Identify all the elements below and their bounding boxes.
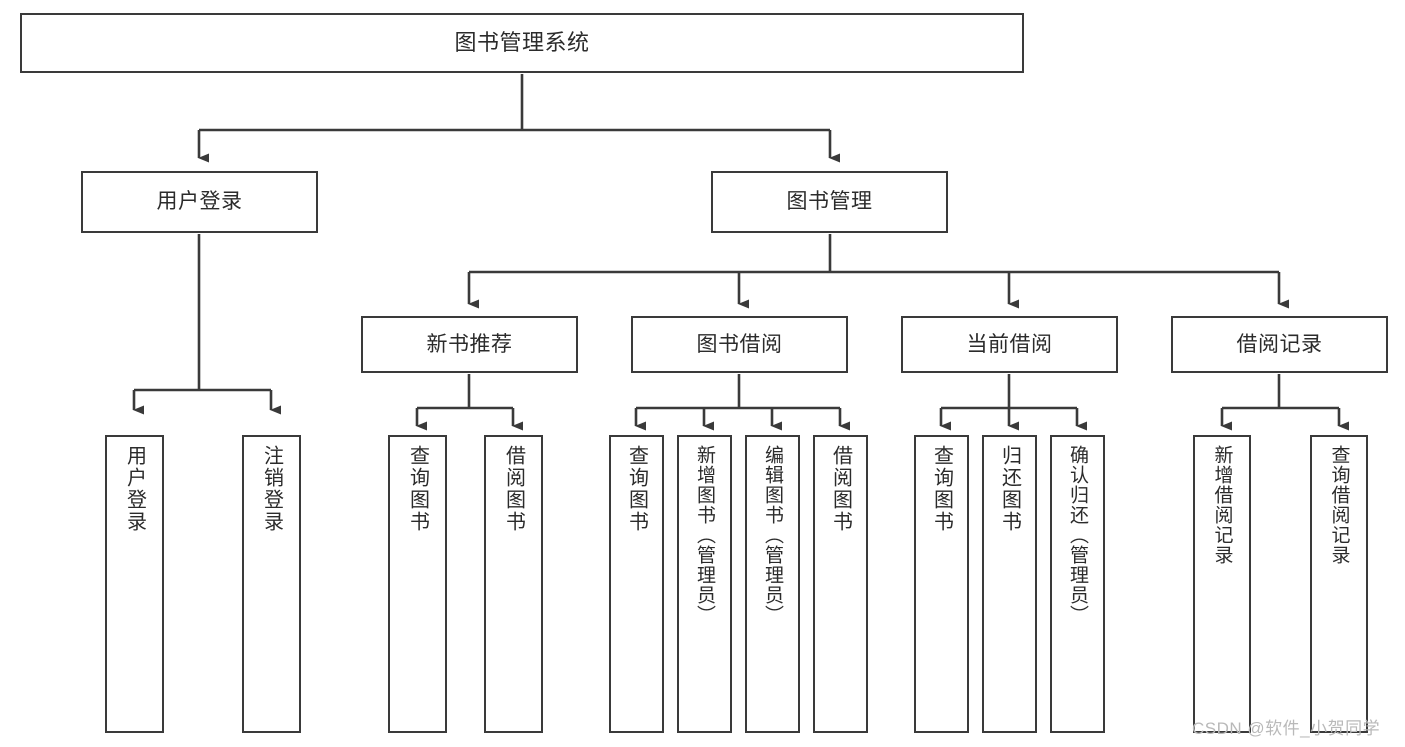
leaf-new-book-query-label: 查询图书 xyxy=(406,445,429,533)
leaf-current-borrow-confirm-return[interactable]: 确认归还（管理员） xyxy=(1050,435,1105,733)
leaf-new-book-borrow-label: 借阅图书 xyxy=(502,445,525,533)
leaf-book-borrow-borrow[interactable]: 借阅图书 xyxy=(813,435,868,733)
leaf-new-book-query[interactable]: 查询图书 xyxy=(388,435,447,733)
connector-bookmgmt-to-level3 xyxy=(467,234,1289,309)
connector-bookborrow-to-leaves xyxy=(634,374,850,431)
node-root-system[interactable]: 图书管理系统 xyxy=(20,13,1024,73)
node-user-login[interactable]: 用户登录 xyxy=(81,171,318,233)
leaf-user-login-login[interactable]: 用户登录 xyxy=(105,435,164,733)
leaf-current-borrow-return[interactable]: 归还图书 xyxy=(982,435,1037,733)
leaf-current-borrow-query-label: 查询图书 xyxy=(930,445,953,533)
node-current-borrow[interactable]: 当前借阅 xyxy=(901,316,1118,373)
node-user-login-label: 用户登录 xyxy=(156,190,243,214)
node-book-management[interactable]: 图书管理 xyxy=(711,171,948,233)
leaf-book-borrow-edit-label: 编辑图书（管理员） xyxy=(762,445,783,625)
leaf-book-borrow-query[interactable]: 查询图书 xyxy=(609,435,664,733)
leaf-current-borrow-return-label: 归还图书 xyxy=(998,445,1021,533)
connector-currentborrow-to-leaves xyxy=(939,374,1087,431)
leaf-borrow-record-query-label: 查询借阅记录 xyxy=(1328,445,1350,565)
leaf-book-borrow-query-label: 查询图书 xyxy=(625,445,648,533)
node-root-system-label: 图书管理系统 xyxy=(454,29,590,55)
leaf-borrow-record-query[interactable]: 查询借阅记录 xyxy=(1310,435,1368,733)
leaf-user-login-logout-label: 注销登录 xyxy=(260,445,283,533)
connector-root-to-level2 xyxy=(197,74,840,163)
leaf-current-borrow-query[interactable]: 查询图书 xyxy=(914,435,969,733)
csdn-watermark: CSDN @软件_小贺同学 xyxy=(1192,719,1381,738)
leaf-user-login-login-label: 用户登录 xyxy=(123,445,146,533)
node-new-book-recommend[interactable]: 新书推荐 xyxy=(361,316,578,373)
leaf-new-book-borrow[interactable]: 借阅图书 xyxy=(484,435,543,733)
node-book-borrow-label: 图书借阅 xyxy=(696,332,783,356)
node-current-borrow-label: 当前借阅 xyxy=(966,332,1053,356)
node-book-borrow[interactable]: 图书借阅 xyxy=(631,316,848,373)
leaf-book-borrow-edit[interactable]: 编辑图书（管理员） xyxy=(745,435,800,733)
leaf-book-borrow-add-label: 新增图书（管理员） xyxy=(694,445,715,625)
leaf-borrow-record-add-label: 新增借阅记录 xyxy=(1211,445,1233,565)
connector-borrowrecord-to-leaves xyxy=(1220,374,1349,431)
leaf-user-login-logout[interactable]: 注销登录 xyxy=(242,435,301,733)
node-book-management-label: 图书管理 xyxy=(786,190,873,214)
node-borrow-record[interactable]: 借阅记录 xyxy=(1171,316,1388,373)
node-new-book-recommend-label: 新书推荐 xyxy=(426,332,513,356)
connector-userlogin-to-leaves xyxy=(132,234,281,415)
leaf-current-borrow-confirm-return-label: 确认归还（管理员） xyxy=(1067,445,1088,625)
leaf-book-borrow-add[interactable]: 新增图书（管理员） xyxy=(677,435,732,733)
leaf-borrow-record-add[interactable]: 新增借阅记录 xyxy=(1193,435,1251,733)
connector-newbook-to-leaves xyxy=(415,374,523,431)
leaf-book-borrow-borrow-label: 借阅图书 xyxy=(829,445,852,533)
node-borrow-record-label: 借阅记录 xyxy=(1236,332,1323,356)
